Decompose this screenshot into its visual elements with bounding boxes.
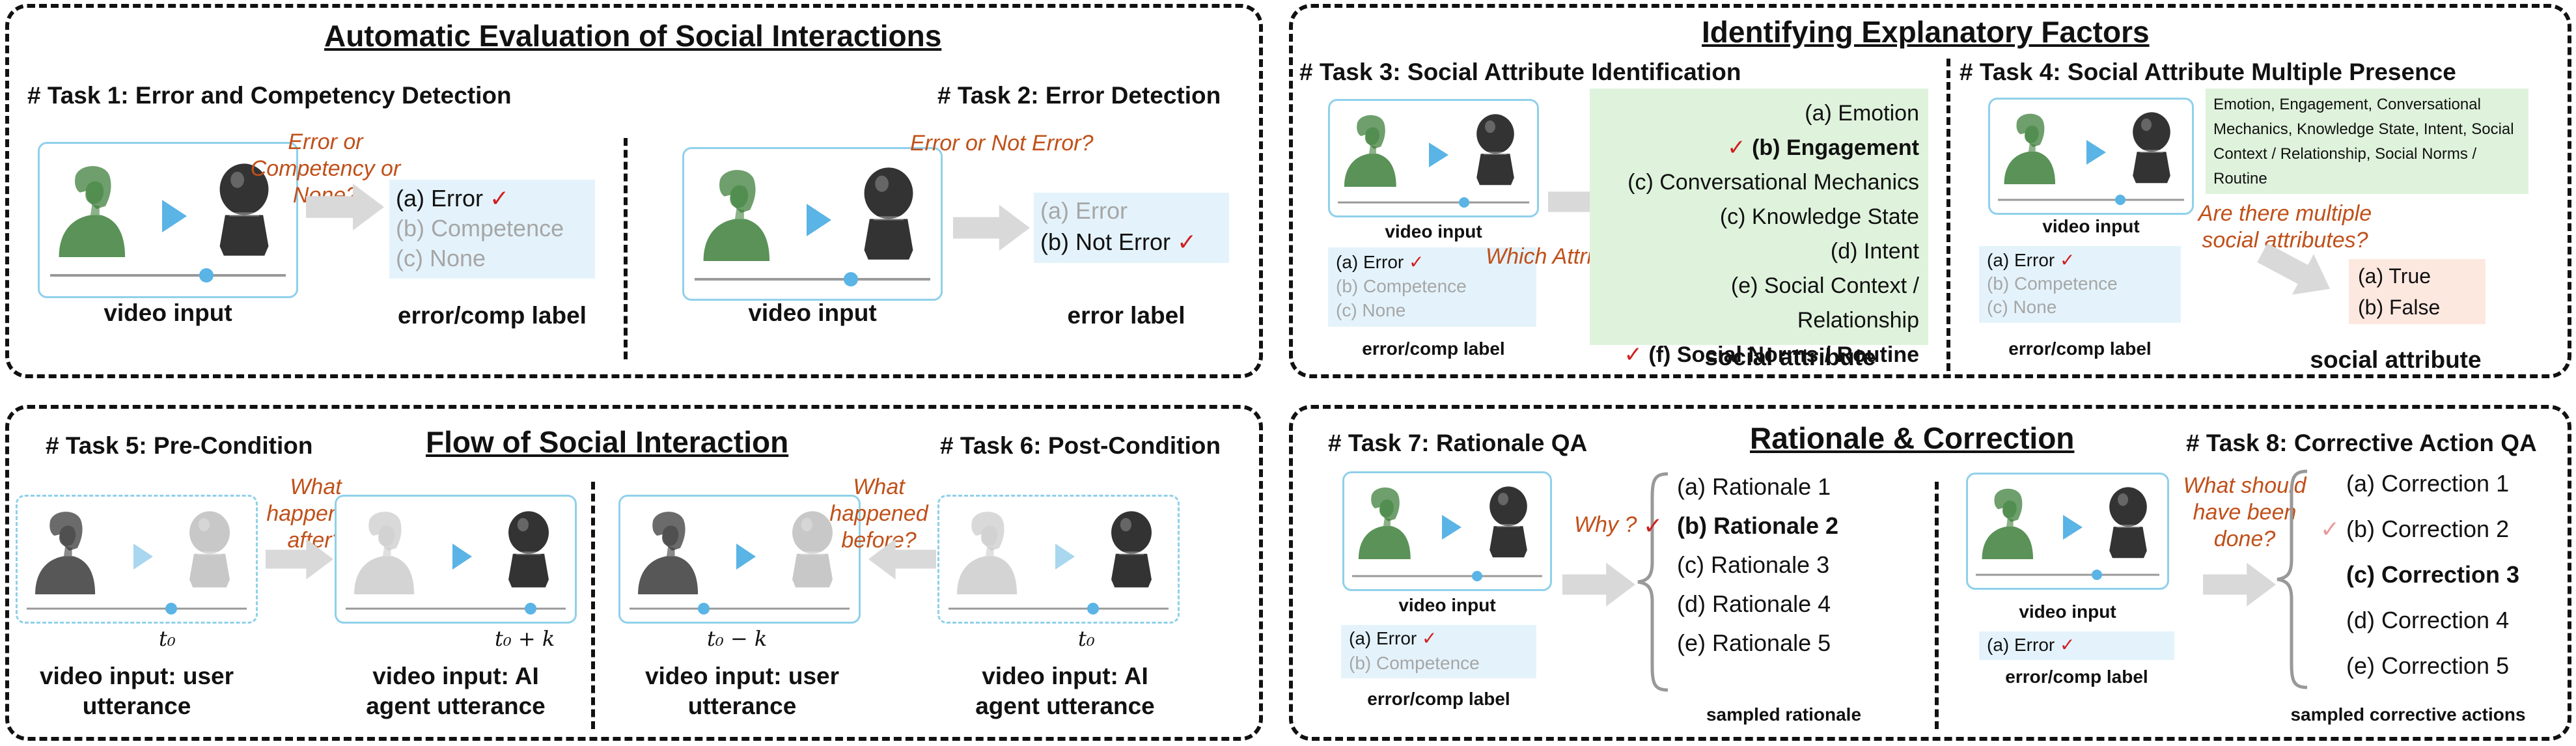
check-mark-icon: ✓ xyxy=(1643,512,1663,539)
play-triangle-icon xyxy=(2086,140,2106,165)
check-mark-icon: ✓ xyxy=(1409,252,1424,272)
play-triangle-icon xyxy=(162,200,187,232)
task7-options: (a) Rationale 1 ✓(b) Rationale 2 (c) Rat… xyxy=(1643,473,1839,656)
play-triangle-icon xyxy=(807,204,831,236)
check-mark-icon: ✓ xyxy=(1727,135,1746,160)
task3-labels: (a) Error ✓ (b) Competence (c) None xyxy=(1328,247,1536,327)
task1-question: Error or Competency or None? xyxy=(250,130,401,208)
video-caption: video input: AI agent utterance xyxy=(366,663,546,720)
label-caption: error/comp label xyxy=(1362,338,1505,359)
video-caption: video input xyxy=(1385,221,1482,242)
block-arrow-icon xyxy=(306,184,384,230)
play-triangle-icon xyxy=(1429,143,1448,167)
task-divider xyxy=(591,482,595,729)
time-label: t₀ xyxy=(1078,626,1095,651)
block-arrow-icon xyxy=(2203,562,2276,607)
check-mark-icon: ✓ xyxy=(490,185,510,212)
task7-question: Why ? xyxy=(1574,512,1637,537)
video-thumbnail xyxy=(335,495,577,624)
task4-question: Are there multiple social attributes? xyxy=(2198,201,2372,253)
panel-explanatory-factors xyxy=(1289,4,2571,378)
video-thumbnail xyxy=(1988,98,2194,215)
video-caption: video input: user utterance xyxy=(644,663,840,720)
video-caption: video input xyxy=(2019,601,2116,622)
panel-title: Identifying Explanatory Factors xyxy=(1702,15,2150,49)
play-triangle-icon xyxy=(1442,515,1461,540)
time-label: t₀ − k xyxy=(707,626,768,651)
options-caption: sampled rationale xyxy=(1706,704,1862,725)
block-arrow-icon xyxy=(953,204,1030,251)
play-triangle-icon xyxy=(1055,544,1075,570)
video-thumbnail xyxy=(937,495,1180,624)
task-divider xyxy=(1946,59,1950,371)
check-mark-icon: ✓ xyxy=(2320,516,2340,542)
label-caption: error/comp label xyxy=(2005,667,2148,687)
video-caption: video input xyxy=(104,299,232,326)
video-caption: video input: AI agent utterance xyxy=(975,663,1155,720)
task4-attribute-list: Emotion, Engagement, Conversational Mech… xyxy=(2206,89,2528,194)
task8-title: # Task 8: Corrective Action QA xyxy=(2186,430,2537,456)
check-mark-icon: ✓ xyxy=(1422,628,1437,648)
video-caption: video input: user utterance xyxy=(39,663,234,720)
check-mark-icon: ✓ xyxy=(1177,228,1197,255)
task5-title: # Task 5: Pre-Condition xyxy=(46,432,313,459)
video-caption: video input xyxy=(1398,595,1496,615)
attribute-caption: social attribute xyxy=(2310,346,2482,373)
task-divider xyxy=(1935,482,1939,729)
label-caption: error/comp label xyxy=(2008,338,2152,359)
panel-title: Automatic Evaluation of Social Interacti… xyxy=(324,19,942,53)
video-thumbnail xyxy=(1328,99,1539,217)
task1-labels: (a) Error ✓ (b) Competence (c) None xyxy=(389,180,595,279)
play-triangle-icon xyxy=(736,544,756,570)
label-caption: error/comp label xyxy=(398,302,587,329)
task8-labels: (a) Error ✓ xyxy=(1979,631,2174,660)
video-thumbnail xyxy=(1342,471,1552,591)
task8-options: (a) Correction 1 ✓(b) Correction 2 (c) C… xyxy=(2320,470,2520,679)
time-label: t₀ + k xyxy=(495,626,555,651)
label-caption: error/comp label xyxy=(1367,689,1510,709)
video-caption: video input xyxy=(2042,216,2140,236)
task6-title: # Task 6: Post-Condition xyxy=(940,432,1221,459)
task8-question: What should have been done? xyxy=(2183,473,2306,551)
task4-labels: (a) Error ✓ (b) Competence (c) None xyxy=(1979,246,2181,323)
panel-rationale-correction xyxy=(1289,405,2571,741)
task4-answers: (a) True (b) False xyxy=(2349,259,2486,324)
play-triangle-icon xyxy=(452,544,472,570)
attribute-caption: social attribute xyxy=(1704,344,1876,370)
check-mark-icon: ✓ xyxy=(2060,635,2075,655)
video-caption: video input xyxy=(748,299,877,326)
task7-labels: (a) Error ✓ (b) Competence xyxy=(1341,625,1536,678)
check-mark-icon: ✓ xyxy=(2060,250,2075,270)
video-thumbnail xyxy=(682,147,943,301)
block-arrow-icon xyxy=(868,538,936,580)
video-thumbnail xyxy=(16,495,258,624)
block-arrow-icon xyxy=(1562,562,1635,607)
task2-labels: (a) Error (b) Not Error ✓ xyxy=(1034,193,1229,263)
task3-title: # Task 3: Social Attribute Identificatio… xyxy=(1299,59,1741,85)
block-arrow-icon xyxy=(266,538,333,580)
curly-brace-icon xyxy=(2277,469,2308,689)
task4-title: # Task 4: Social Attribute Multiple Pres… xyxy=(1960,59,2456,85)
play-triangle-icon xyxy=(133,544,153,570)
check-mark-icon: ✓ xyxy=(1624,342,1642,367)
video-thumbnail xyxy=(618,495,861,624)
panel-title: Flow of Social Interaction xyxy=(426,425,789,459)
task3-attributes: (a) Emotion ✓ (b) Engagement (c) Convers… xyxy=(1590,89,1928,367)
task2-title: # Task 2: Error Detection xyxy=(937,82,1221,109)
play-triangle-icon xyxy=(2063,515,2083,540)
task7-title: # Task 7: Rationale QA xyxy=(1328,430,1588,456)
task1-title: # Task 1: Error and Competency Detection xyxy=(27,82,512,109)
curly-brace-icon xyxy=(1637,472,1669,692)
panel-automatic-evaluation xyxy=(5,4,1263,378)
time-label: t₀ xyxy=(159,626,176,651)
task6-question: What happened before? xyxy=(829,475,928,553)
options-caption: sampled corrective actions xyxy=(2290,704,2526,725)
task-divider xyxy=(624,138,628,359)
task2-question: Error or Not Error? xyxy=(910,131,1094,156)
panel-title: Rationale & Correction xyxy=(1750,421,2075,455)
label-caption: error label xyxy=(1067,302,1185,329)
video-thumbnail xyxy=(38,142,298,298)
video-thumbnail xyxy=(1966,473,2169,590)
panel-flow-of-interaction xyxy=(5,405,1263,741)
